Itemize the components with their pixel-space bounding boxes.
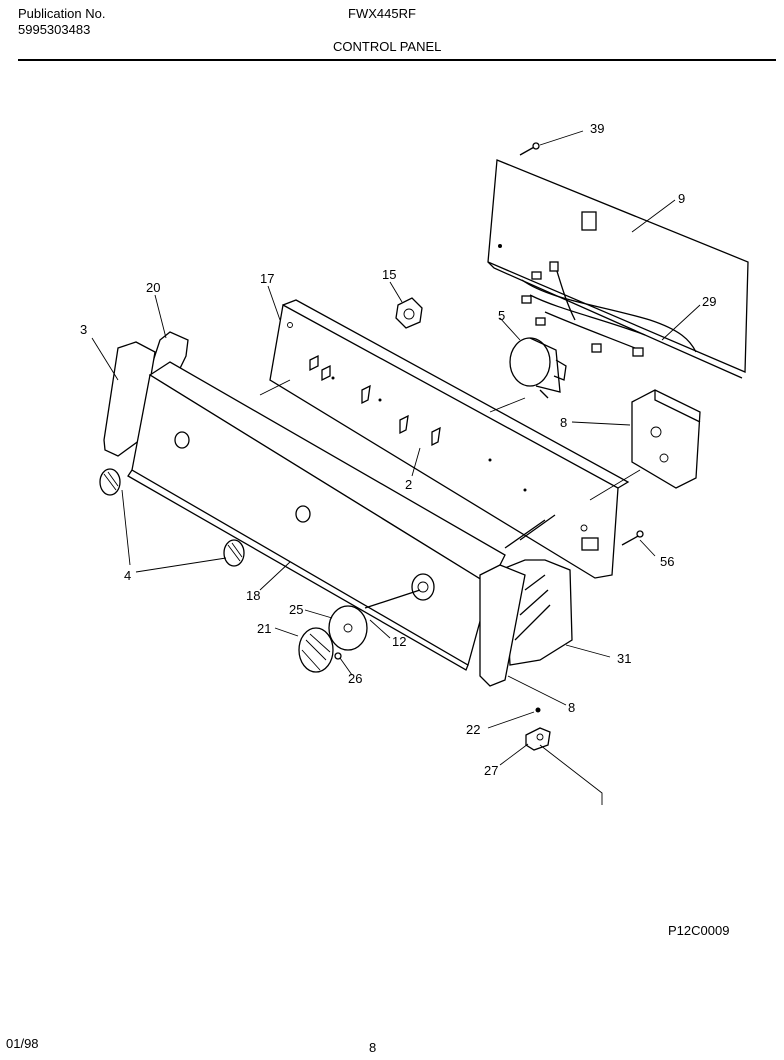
part-17-panel-plate xyxy=(269,299,630,579)
callout-8-end: 8 xyxy=(568,700,575,715)
callout-31: 31 xyxy=(617,651,631,666)
part-31-right-end-cap xyxy=(479,559,573,687)
part-29-wire-harness xyxy=(521,261,697,357)
part-5-pressure-switch xyxy=(509,337,567,399)
model-number: FWX445RF xyxy=(348,6,416,21)
page-number: 8 xyxy=(369,1040,377,1055)
callout-56: 56 xyxy=(660,554,674,569)
part-39-screw xyxy=(519,142,540,156)
callout-18: 18 xyxy=(246,588,260,603)
part-26-clip xyxy=(334,652,342,660)
publication-number: 5995303483 xyxy=(18,22,91,37)
callout-3: 3 xyxy=(80,322,87,337)
part-15-switch xyxy=(395,297,423,329)
callout-22: 22 xyxy=(466,722,480,737)
publication-label: Publication No. xyxy=(18,6,106,21)
callout-2: 2 xyxy=(405,477,412,492)
part-56-screw xyxy=(621,530,644,546)
callout-5: 5 xyxy=(498,308,505,323)
callout-4: 4 xyxy=(124,568,131,583)
callout-27: 27 xyxy=(484,763,498,778)
header-rule xyxy=(18,59,776,61)
callout-20: 20 xyxy=(146,280,160,295)
callout-9: 9 xyxy=(678,191,685,206)
publication-date: 01/98 xyxy=(6,1036,39,1051)
part-18-control-console xyxy=(127,361,506,671)
part-3-left-end-cap xyxy=(103,341,156,457)
callout-26: 26 xyxy=(348,671,362,686)
part-8-timer xyxy=(631,389,701,489)
callout-8-timer: 8 xyxy=(560,415,567,430)
callout-29: 29 xyxy=(702,294,716,309)
part-21-timer-knob xyxy=(298,627,334,673)
section-title: CONTROL PANEL xyxy=(333,39,442,54)
part-25-dial xyxy=(328,605,368,651)
callout-12: 12 xyxy=(392,634,406,649)
callout-21: 21 xyxy=(257,621,271,636)
part-27-bracket xyxy=(525,727,603,805)
callout-15: 15 xyxy=(382,267,396,282)
drawing-number: P12C0009 xyxy=(668,923,730,938)
callout-25: 25 xyxy=(289,602,303,617)
callout-17: 17 xyxy=(260,271,274,286)
part-4-knob-left xyxy=(99,468,121,496)
callout-39: 39 xyxy=(590,121,604,136)
part-22-screw xyxy=(535,707,541,713)
part-4-knob-right xyxy=(223,539,245,567)
part-9-rear-cover xyxy=(487,159,749,379)
